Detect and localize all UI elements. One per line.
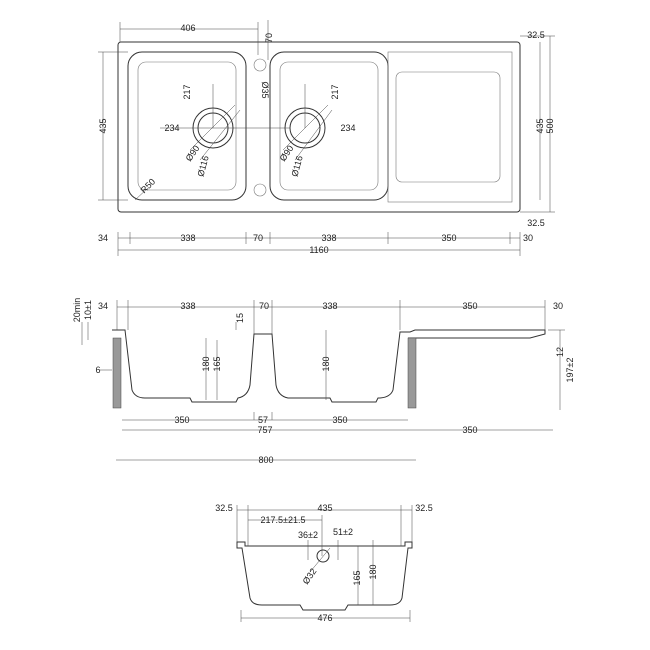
plan-view: 406 70 Ø35 435 217 234 Ø90 Ø116 R50 217 …: [98, 20, 555, 256]
dim-label: 500: [545, 118, 555, 133]
dim-label: 165: [212, 356, 222, 371]
dim-label: 32.5: [415, 503, 433, 513]
dim-label: 350: [462, 425, 477, 435]
dim-label: 36±2: [298, 530, 318, 540]
dim-label: 180: [368, 564, 378, 579]
dim-label: 234: [164, 123, 179, 133]
dim-label: 800: [258, 455, 273, 465]
dim-label: 30: [553, 301, 563, 311]
dim-label: 338: [321, 233, 336, 243]
end-view: 32.5 435 32.5 217.5±21.5 36±2 51±2 Ø32 1…: [215, 503, 433, 623]
dim-label: 70: [264, 33, 274, 43]
dim-label: 32.5: [527, 218, 545, 228]
dim-label: 350: [441, 233, 456, 243]
dim-label: 10±1: [83, 300, 93, 320]
dim-label: 1160: [309, 245, 328, 255]
dim-label: 34: [98, 301, 108, 311]
dim-label: 757: [257, 425, 272, 435]
dim-label: 338: [322, 301, 337, 311]
dim-label: 180: [201, 356, 211, 371]
dim-label: 217: [330, 84, 340, 99]
dim-label: Ø116: [196, 155, 211, 178]
dim-label: 57: [258, 415, 268, 425]
section-view: 20min 10±1 34 338 70 338 350 30 15 180 1…: [72, 298, 575, 465]
dim-label: Ø35: [260, 81, 270, 98]
worktop-hatch: [112, 337, 122, 409]
dim-label: 338: [180, 233, 195, 243]
dim-label: Ø32: [301, 566, 319, 586]
dim-label: 234: [340, 123, 355, 133]
section-profile: [112, 329, 546, 403]
dim-label: 350: [174, 415, 189, 425]
dim-label: 350: [332, 415, 347, 425]
dim-label: 20min: [72, 298, 82, 323]
right-bowl: [269, 51, 389, 201]
dim-label: 6: [95, 365, 100, 375]
dim-label: 180: [321, 356, 331, 371]
dim-label: 435: [535, 118, 545, 133]
dim-label: 70: [253, 233, 263, 243]
dim-label: 12: [555, 347, 565, 357]
dim-label: 34: [98, 233, 108, 243]
dim-label: 32.5: [527, 30, 545, 40]
tap-hole: [253, 58, 267, 72]
sink-outline: [117, 41, 521, 213]
dim-label: 476: [317, 613, 332, 623]
dim-label: 338: [180, 301, 195, 311]
dim-label: 350: [462, 301, 477, 311]
dim-label: 51±2: [333, 527, 353, 537]
overflow-hole: [316, 549, 330, 563]
dim-label: Ø116: [290, 155, 305, 178]
dim-label: 70: [259, 301, 269, 311]
dim-label: 217.5±21.5: [261, 515, 306, 525]
overflow-hole: [253, 183, 267, 197]
dim-label: 435: [317, 503, 332, 513]
dim-label: R50: [139, 177, 158, 196]
dim-label: 32.5: [215, 503, 233, 513]
dim-label: 30: [523, 233, 533, 243]
dim-label: 435: [98, 118, 108, 133]
end-profile: [236, 541, 413, 611]
dim-label: 165: [352, 570, 362, 585]
dim-label: 15: [235, 313, 245, 323]
left-bowl: [127, 51, 247, 201]
dim-label: 217: [182, 84, 192, 99]
drainer: [387, 51, 513, 203]
dim-label: 406: [180, 23, 195, 33]
worktop-hatch: [407, 337, 417, 409]
dim-label: 197±2: [565, 358, 575, 383]
